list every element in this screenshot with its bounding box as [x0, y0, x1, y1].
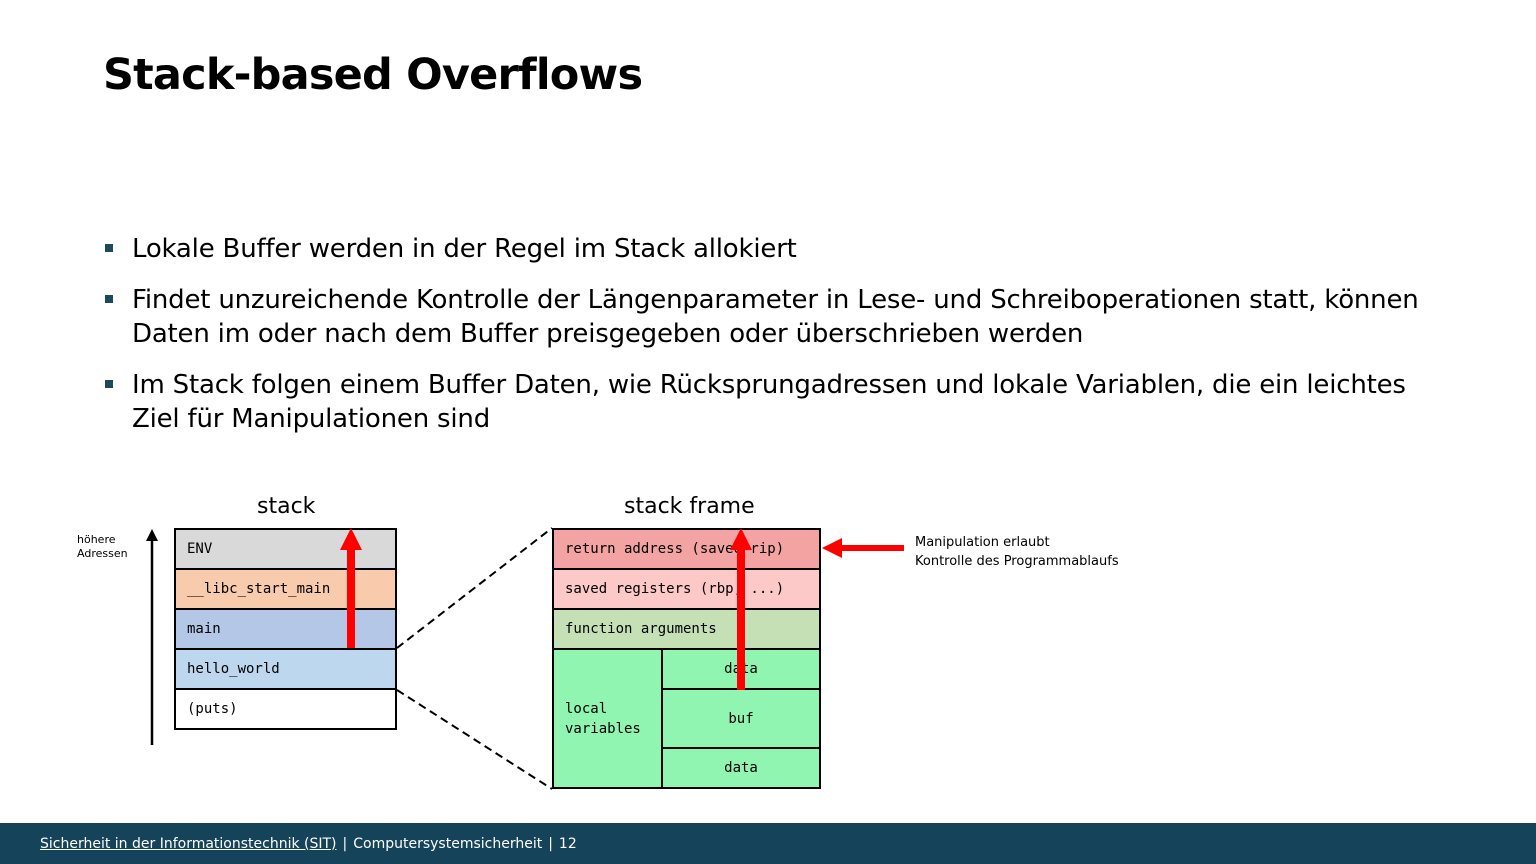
bullet-text: Findet unzureichende Kontrolle der Länge…	[132, 285, 1419, 349]
footer-course: Computersystemsicherheit	[353, 835, 543, 852]
frame-overflow-arrow-head-icon	[730, 528, 752, 550]
frame-cell-return-address: return address (saved rip)	[552, 528, 821, 570]
frame-cell-label: saved registers (rbp, ...)	[565, 581, 785, 597]
manipulation-annotation: Manipulation erlaubt Kontrolle des Progr…	[915, 533, 1119, 571]
zoom-connector-top	[396, 527, 553, 649]
frame-cell-function-arguments: function arguments	[552, 608, 821, 650]
slide-title: Stack-based Overflows	[103, 50, 643, 100]
stack-cell-label: hello_world	[187, 661, 280, 677]
frame-cell-label: local variables	[565, 700, 641, 737]
annotation-line-2: Kontrolle des Programmablaufs	[915, 554, 1119, 569]
footer-institute-link[interactable]: Sicherheit in der Informationstechnik (S…	[40, 835, 337, 852]
bullet-item: Lokale Buffer werden in der Regel im Sta…	[104, 232, 1444, 266]
bullet-item: Im Stack folgen einem Buffer Daten, wie …	[104, 368, 1444, 436]
frame-cell-label: data	[724, 760, 758, 776]
stack-cell-label: main	[187, 621, 221, 637]
zoom-connector-bottom	[396, 689, 553, 790]
frame-cell-local-variables: local variables	[552, 648, 663, 789]
bullet-square-icon	[105, 244, 113, 252]
footer-bar: Sicherheit in der Informationstechnik (S…	[0, 823, 1536, 864]
bullet-square-icon	[105, 380, 113, 388]
axis-arrow-head-icon	[146, 529, 158, 541]
bullet-square-icon	[105, 295, 113, 303]
bullet-list: Lokale Buffer werden in der Regel im Sta…	[104, 232, 1444, 453]
stack-cell-label: __libc_start_main	[187, 581, 331, 597]
annotation-line-1: Manipulation erlaubt	[915, 535, 1050, 550]
footer-separator: |	[342, 835, 348, 852]
stack-cell-label: ENV	[187, 541, 213, 557]
return-address-pointer-head-icon	[822, 538, 842, 558]
frame-cell-label: buf	[728, 710, 754, 727]
bullet-text: Im Stack folgen einem Buffer Daten, wie …	[132, 370, 1406, 434]
frame-cell-label: return address (saved rip)	[565, 541, 785, 557]
stack-cell-puts: (puts)	[174, 688, 397, 730]
bullet-text: Lokale Buffer werden in der Regel im Sta…	[132, 234, 797, 264]
footer-separator: |	[548, 835, 553, 852]
stack-cell-main: main	[174, 608, 397, 650]
frame-cell-label: function arguments	[565, 621, 717, 637]
stack-overflow-arrow-head-icon	[340, 528, 362, 550]
stack-cell-hello-world: hello_world	[174, 648, 397, 690]
stack-title: stack	[257, 494, 316, 519]
stack-frame-title: stack frame	[624, 494, 755, 519]
footer-page-number: 12	[558, 835, 577, 852]
higher-addresses-label: höhere Adressen	[77, 533, 128, 560]
stack-cell-label: (puts)	[187, 701, 238, 717]
bullet-item: Findet unzureichende Kontrolle der Länge…	[104, 283, 1444, 351]
frame-cell-buf: buf	[661, 688, 821, 749]
frame-cell-data-bottom: data	[661, 747, 821, 789]
stack-cell-libc-start-main: __libc_start_main	[174, 568, 397, 610]
